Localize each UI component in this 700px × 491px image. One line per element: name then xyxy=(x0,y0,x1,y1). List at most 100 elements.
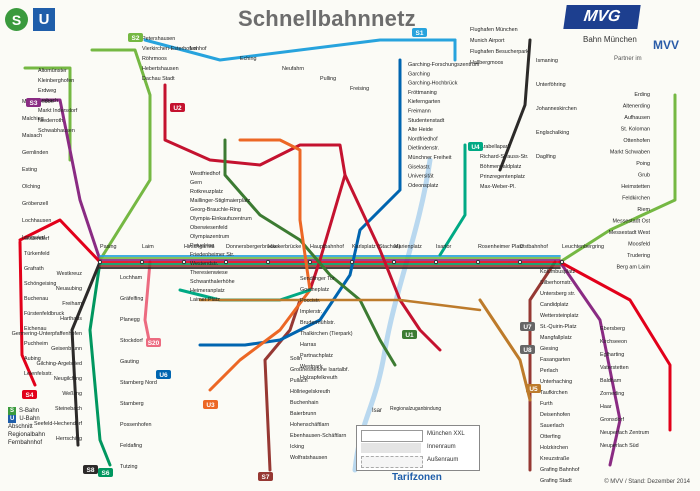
line-badge-label: S1 xyxy=(416,30,424,37)
route-s6 xyxy=(88,260,112,467)
station-label: Ostbahnhof xyxy=(520,244,548,250)
station-label: Höllriegelskreuth xyxy=(290,389,330,395)
station-label: Markt Indersdorf xyxy=(38,108,78,114)
station-label: Hauptbahnhof xyxy=(310,244,344,250)
station-label: Olching xyxy=(22,184,40,190)
station-label: Langwied xyxy=(22,235,45,241)
station-label: Hallbergmoos xyxy=(470,60,504,66)
station-label: Grub xyxy=(638,173,650,179)
station-label: Lohhof xyxy=(190,46,207,52)
station-label: Leuchtenbergring xyxy=(562,244,604,250)
station-label: Freising xyxy=(350,86,369,92)
station-label: Arabellapark xyxy=(480,144,511,150)
line-badge-label: S3 xyxy=(30,100,38,107)
station-label: Böhmerwaldplatz xyxy=(480,164,522,170)
station-label: Riem xyxy=(637,207,650,213)
station-label: Zorneding xyxy=(600,391,624,397)
station-label: Possenhofen xyxy=(120,422,151,428)
station-label: Wolfratshausen xyxy=(290,455,327,461)
station-label: Ismaning xyxy=(536,58,558,64)
station-label: Vierkirchen-Esterhofen xyxy=(142,46,197,52)
route-u6 xyxy=(198,58,402,347)
station-label: Mangfallplatz xyxy=(540,335,572,341)
station-label: Lochhausen xyxy=(22,218,51,224)
line-badge xyxy=(203,400,218,409)
station-label: Brudermühlstr. xyxy=(300,320,335,326)
line-badge-label: S7 xyxy=(262,474,270,481)
line-routes xyxy=(18,38,677,473)
station-label: Isartor xyxy=(436,244,451,250)
station-label: Ebenhausen-Schäftlarn xyxy=(290,433,346,439)
line-badge-label: S4 xyxy=(26,392,34,399)
station-label: Furth xyxy=(540,401,553,407)
station-label: Garching-Hochbrück xyxy=(408,81,458,87)
station-label: Stockdorf xyxy=(120,338,143,344)
station-label: Thalkirchen (Tierpark) xyxy=(300,331,353,337)
route-s3 xyxy=(28,98,102,262)
line-badge-label: U4 xyxy=(471,144,480,151)
station-label: Gauting xyxy=(120,359,139,365)
station-label: Germering-Unterpfaffenhofen xyxy=(12,331,82,337)
station-stop xyxy=(391,259,397,265)
station-label: Aufhausen xyxy=(624,115,650,121)
line-badge xyxy=(468,142,483,151)
station-stop xyxy=(181,259,187,265)
station-label: Grafing Bahnhof xyxy=(540,467,580,473)
station-label: Goetheplatz xyxy=(300,287,329,293)
line-badge-label: U5 xyxy=(529,386,538,393)
station-label: Malching xyxy=(22,116,44,122)
station-label: Altenerding xyxy=(623,104,650,110)
station-label: Ottenhofen xyxy=(623,138,650,144)
station-label: Karlsplatz (Stachus) xyxy=(352,244,400,250)
station-label: Kleinberghofen xyxy=(38,78,74,84)
station-label: Englschalking xyxy=(536,130,569,136)
station-label: Donnersbergerbrücke xyxy=(226,244,278,250)
station-label: Messestadt West xyxy=(609,230,651,236)
station-stop xyxy=(307,259,313,265)
station-label: Gern xyxy=(190,180,202,186)
station-label: Perlach xyxy=(540,368,558,374)
station-label: Schöngeising xyxy=(24,281,56,287)
route-s3 xyxy=(558,260,622,467)
line-badge xyxy=(98,468,113,477)
route-s4 xyxy=(18,240,37,387)
station-label: Rotkreuzplatz xyxy=(190,189,223,195)
station-label: Petershausen xyxy=(142,36,175,42)
station-label: Laimer Platz xyxy=(190,297,220,303)
station-label: Starnberg Nord xyxy=(120,380,157,386)
partner-label: Partner im xyxy=(614,56,642,62)
station-stop xyxy=(223,259,229,265)
route-s2 xyxy=(23,66,72,162)
station-label: Kirchseeon xyxy=(600,339,627,345)
route-s7 xyxy=(528,260,557,472)
station-label: Neuaubing xyxy=(56,286,82,292)
station-label: Westendstr. xyxy=(190,261,218,267)
station-label: Alte Heide xyxy=(408,127,433,133)
station-label: Erdweg xyxy=(38,88,56,94)
sbahn-logo: S xyxy=(5,8,28,31)
station-label: Haar xyxy=(600,404,612,410)
station-label: Altomünster xyxy=(38,68,67,74)
station-label: Hirschgarten xyxy=(184,244,215,250)
route-s4 xyxy=(18,218,102,264)
station-label: Hackerbrücke xyxy=(268,244,301,250)
station-stop xyxy=(97,259,103,265)
tariff-zones-label: Tarifzonen xyxy=(392,472,442,483)
station-label: Harthaus xyxy=(60,316,82,322)
station-label: Gilching-Argelsried xyxy=(36,361,82,367)
station-label: Regionalzuganbindung xyxy=(390,406,441,412)
route-u4 xyxy=(438,143,467,257)
line-badge xyxy=(83,465,98,474)
line-badge-label: S6 xyxy=(102,470,110,477)
station-label: Universität xyxy=(408,174,434,180)
station-stop xyxy=(475,259,481,265)
station-label: Implerstr. xyxy=(300,309,322,315)
station-label: Maillinger-Stiglmaierplatz xyxy=(190,198,251,204)
station-label: Oberwiesenfeld xyxy=(190,225,227,231)
line-badge-label: U7 xyxy=(523,324,532,331)
station-label: Tutzing xyxy=(120,464,137,470)
station-label: St. Koloman xyxy=(621,127,650,133)
station-label: Baldham xyxy=(600,378,622,384)
